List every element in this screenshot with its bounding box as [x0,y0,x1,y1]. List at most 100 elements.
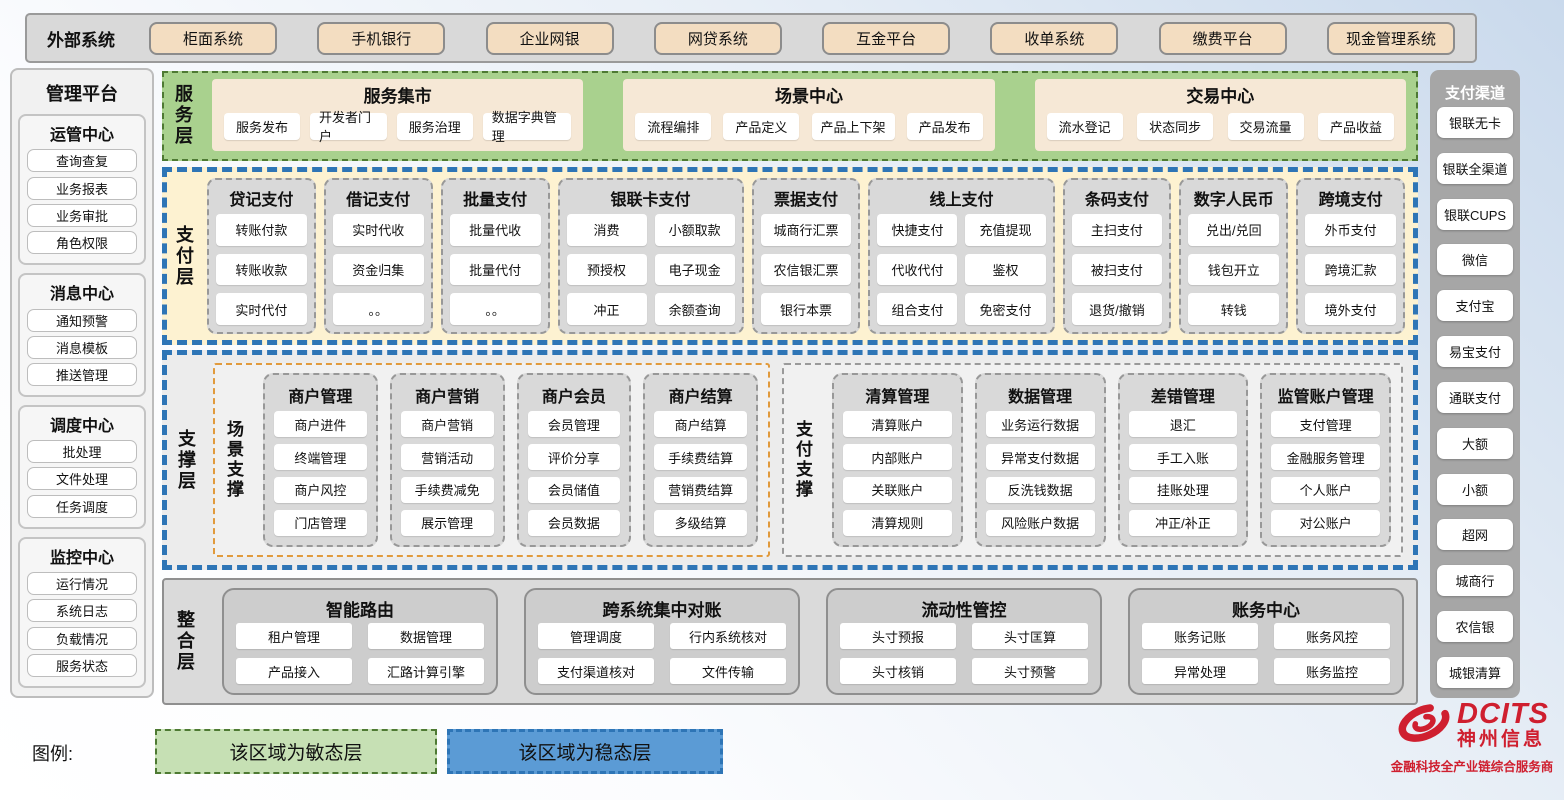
payment-item-button[interactable]: 钱包开立 [1188,253,1280,286]
support-item-button[interactable]: 风险账户数据 [985,509,1095,536]
support-item-button[interactable]: 会员储值 [527,476,621,503]
management-item-button[interactable]: 批处理 [27,440,137,464]
support-item-button[interactable]: 对公账户 [1271,509,1381,536]
payment-item-button[interactable]: 实时代付 [216,293,307,325]
external-system-button[interactable]: 网贷系统 [653,21,782,55]
external-system-button[interactable]: 手机银行 [317,21,446,55]
payment-item-button[interactable]: 充值提现 [965,214,1046,246]
integration-item-button[interactable]: 头寸预报 [840,623,956,649]
management-item-button[interactable]: 查询查复 [27,149,137,173]
integration-item-button[interactable]: 汇路计算引擎 [368,658,484,684]
integration-item-button[interactable]: 文件传输 [670,658,786,684]
payment-item-button[interactable]: 实时代收 [332,214,424,246]
integration-item-button[interactable]: 账务记账 [1142,623,1258,649]
payment-item-button[interactable]: 转钱 [1188,293,1280,325]
support-item-button[interactable]: 评价分享 [527,444,621,471]
payment-channel-button[interactable]: 小额 [1437,473,1513,505]
payment-item-button[interactable]: 主扫支付 [1071,214,1163,246]
payment-item-button[interactable]: 被扫支付 [1071,253,1163,286]
support-item-button[interactable]: 挂账处理 [1128,476,1238,503]
payment-item-button[interactable]: 预授权 [566,253,647,286]
payment-item-button[interactable]: 快捷支付 [877,214,958,246]
support-item-button[interactable]: 手工入账 [1128,444,1238,471]
management-item-button[interactable]: 负载情况 [27,626,137,650]
payment-item-button[interactable]: 农信银汇票 [760,253,852,286]
management-item-button[interactable]: 服务状态 [27,653,137,677]
management-item-button[interactable]: 消息模板 [27,335,137,359]
support-item-button[interactable]: 商户结算 [654,411,747,438]
payment-channel-button[interactable]: 超网 [1437,519,1513,551]
payment-channel-button[interactable]: 大额 [1437,427,1513,459]
integration-item-button[interactable]: 管理调度 [538,623,654,649]
payment-item-button[interactable]: 小额取款 [654,214,735,246]
support-item-button[interactable]: 展示管理 [400,509,494,536]
support-item-button[interactable]: 个人账户 [1271,476,1381,503]
external-system-button[interactable]: 收单系统 [990,21,1119,55]
support-item-button[interactable]: 反洗钱数据 [985,476,1095,503]
integration-item-button[interactable]: 头寸核销 [840,658,956,684]
service-item-button[interactable]: 服务发布 [224,112,300,140]
support-item-button[interactable]: 金融服务管理 [1271,444,1381,471]
support-item-button[interactable]: 异常支付数据 [985,444,1095,471]
payment-channel-button[interactable]: 支付宝 [1437,290,1513,322]
support-item-button[interactable]: 退汇 [1128,411,1238,438]
support-item-button[interactable]: 多级结算 [654,509,747,536]
support-item-button[interactable]: 冲正/补正 [1128,509,1238,536]
payment-item-button[interactable]: 。。 [332,293,424,325]
external-system-button[interactable]: 互金平台 [822,21,951,55]
payment-item-button[interactable]: 冲正 [566,293,647,325]
support-item-button[interactable]: 门店管理 [274,509,367,536]
management-item-button[interactable]: 通知预警 [27,308,137,332]
service-item-button[interactable]: 产品定义 [723,112,800,140]
service-item-button[interactable]: 产品发布 [906,112,983,140]
support-item-button[interactable]: 关联账户 [843,476,952,503]
integration-item-button[interactable]: 账务风控 [1274,623,1390,649]
payment-item-button[interactable]: 电子现金 [654,253,735,286]
service-item-button[interactable]: 服务治理 [396,112,473,140]
external-system-button[interactable]: 企业网银 [485,21,614,55]
service-item-button[interactable]: 流水登记 [1046,112,1123,140]
service-item-button[interactable]: 产品上下架 [811,112,895,140]
integration-item-button[interactable]: 头寸预警 [972,658,1088,684]
support-item-button[interactable]: 清算账户 [843,411,952,438]
payment-item-button[interactable]: 退货/撤销 [1071,293,1163,325]
integration-item-button[interactable]: 异常处理 [1142,658,1258,684]
payment-item-button[interactable]: 外币支付 [1305,214,1397,246]
payment-channel-button[interactable]: 银联全渠道 [1437,152,1513,184]
service-item-button[interactable]: 流程编排 [635,112,712,140]
payment-channel-button[interactable]: 农信银 [1437,611,1513,643]
integration-item-button[interactable]: 支付渠道核对 [538,658,654,684]
payment-item-button[interactable]: 鉴权 [965,253,1046,286]
payment-item-button[interactable]: 代收代付 [877,253,958,286]
integration-item-button[interactable]: 租户管理 [236,623,352,649]
payment-item-button[interactable]: 资金归集 [332,253,424,286]
support-item-button[interactable]: 终端管理 [274,444,367,471]
payment-item-button[interactable]: 消费 [566,214,647,246]
service-item-button[interactable]: 状态同步 [1137,112,1214,140]
payment-item-button[interactable]: 组合支付 [877,293,958,325]
payment-item-button[interactable]: 。。 [449,293,541,325]
payment-channel-button[interactable]: 城银清算 [1437,656,1513,688]
support-item-button[interactable]: 内部账户 [843,444,952,471]
management-item-button[interactable]: 文件处理 [27,467,137,491]
payment-channel-button[interactable]: 微信 [1437,244,1513,276]
support-item-button[interactable]: 商户风控 [274,476,367,503]
management-item-button[interactable]: 推送管理 [27,362,137,386]
management-item-button[interactable]: 业务审批 [27,203,137,227]
support-item-button[interactable]: 会员数据 [527,509,621,536]
payment-channel-button[interactable]: 通联支付 [1437,381,1513,413]
service-item-button[interactable]: 产品收益 [1317,112,1394,140]
support-item-button[interactable]: 营销费结算 [654,476,747,503]
payment-item-button[interactable]: 银行本票 [760,293,852,325]
external-system-button[interactable]: 柜面系统 [149,21,277,55]
management-item-button[interactable]: 业务报表 [27,176,137,200]
support-item-button[interactable]: 支付管理 [1271,411,1381,438]
management-item-button[interactable]: 运行情况 [27,572,137,596]
integration-item-button[interactable]: 账务监控 [1274,658,1390,684]
support-item-button[interactable]: 商户进件 [274,411,367,438]
integration-item-button[interactable]: 产品接入 [236,658,352,684]
management-item-button[interactable]: 系统日志 [27,599,137,623]
integration-item-button[interactable]: 头寸匡算 [972,623,1088,649]
payment-item-button[interactable]: 余额查询 [654,293,735,325]
payment-item-button[interactable]: 境外支付 [1305,293,1397,325]
